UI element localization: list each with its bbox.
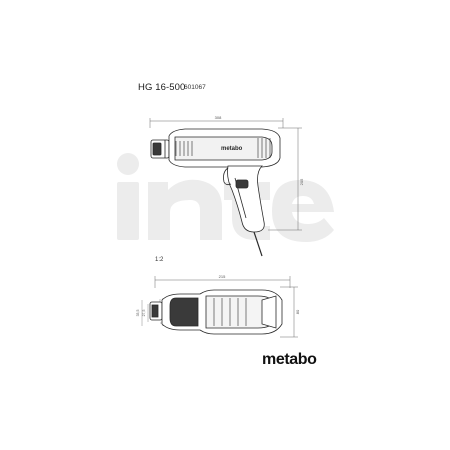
scale-label: 1:2 (155, 257, 164, 263)
width-dimension-line (154, 276, 291, 288)
brand-logo: metabo (262, 351, 317, 368)
length-dimension-line (149, 118, 284, 128)
model-name: HG 16-500 (138, 82, 186, 93)
length-dimension-value: 308 (215, 115, 222, 120)
height-dimension-line (268, 127, 302, 231)
depth-dimension-line (280, 286, 298, 338)
width-dimension-value: 215 (219, 274, 226, 279)
heat-gun-side-body (150, 128, 281, 257)
heat-gun-top-body (149, 289, 283, 335)
body-brand-mark: metabo (221, 146, 243, 152)
nozzle-outer-value: 33,5 (136, 310, 140, 317)
nozzle-inner-value: 27,5 (142, 310, 146, 317)
depth-dimension-value: 80 (295, 309, 300, 314)
height-dimension-value: 205 (299, 178, 304, 185)
article-number: 601067 (184, 84, 206, 91)
